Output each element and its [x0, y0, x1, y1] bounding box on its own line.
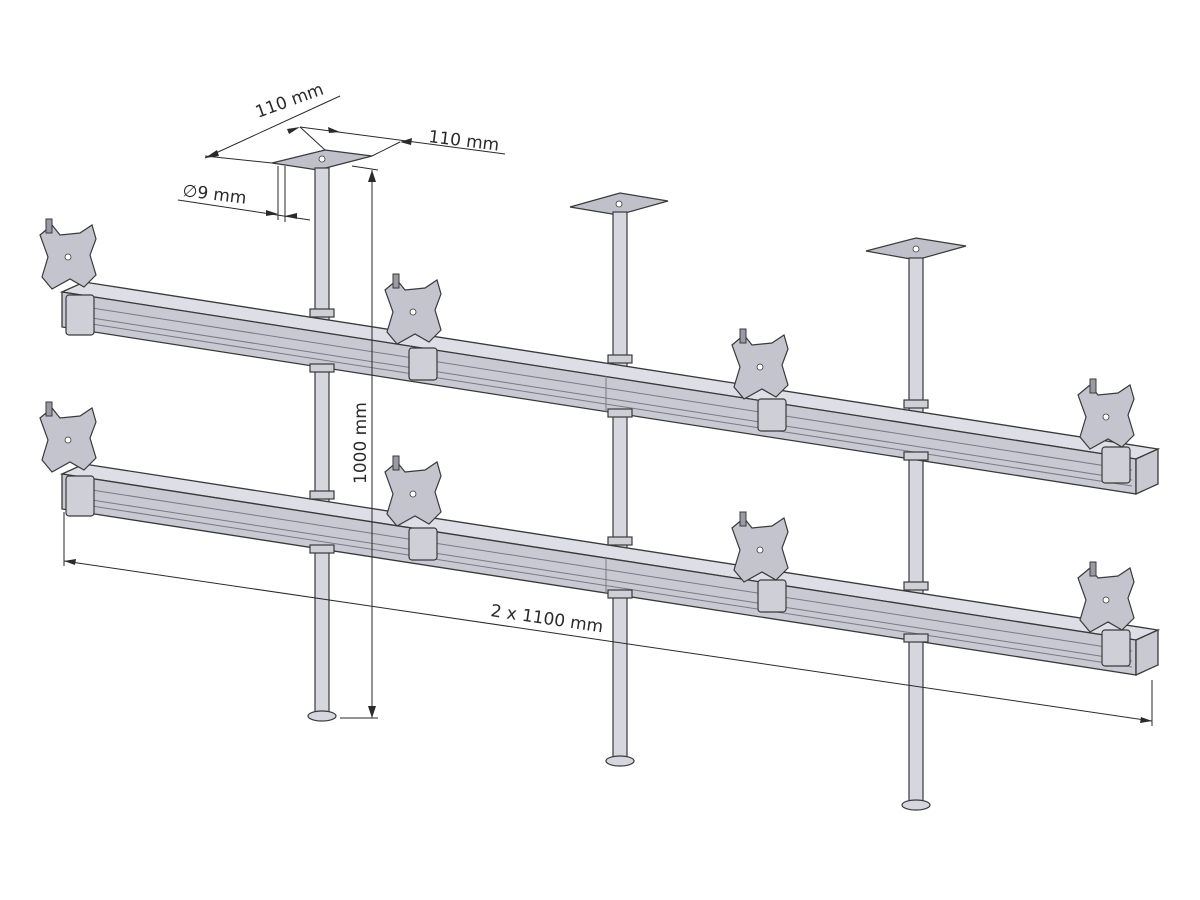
pole-2	[569, 192, 669, 767]
pole-3	[865, 237, 967, 811]
pole-clamps	[309, 308, 929, 643]
vesa-mount-1	[39, 218, 97, 336]
vesa-mount-2	[384, 273, 442, 381]
vesa-mount-4	[1077, 378, 1135, 484]
hole-diameter-label: ∅9 mm	[181, 181, 247, 209]
plate-depth-label: 110 mm	[253, 80, 327, 123]
dimension-pole-height: 1000 mm	[340, 165, 379, 719]
vesa-mount-7	[731, 511, 789, 613]
vesa-mount-8	[1077, 561, 1135, 667]
pole-height-label: 1000 mm	[351, 402, 371, 484]
vesa-mount-5	[39, 401, 97, 517]
dimension-plate-depth: 110 mm	[204, 80, 341, 164]
vesa-mount-6	[384, 455, 442, 561]
dimension-hole: ∅9 mm	[177, 166, 311, 222]
lower-rail	[59, 463, 1161, 677]
plate-width-label: 110 mm	[427, 127, 500, 156]
pole-1	[271, 149, 373, 722]
upper-rail	[59, 281, 1161, 496]
vesa-mount-3	[731, 328, 789, 432]
